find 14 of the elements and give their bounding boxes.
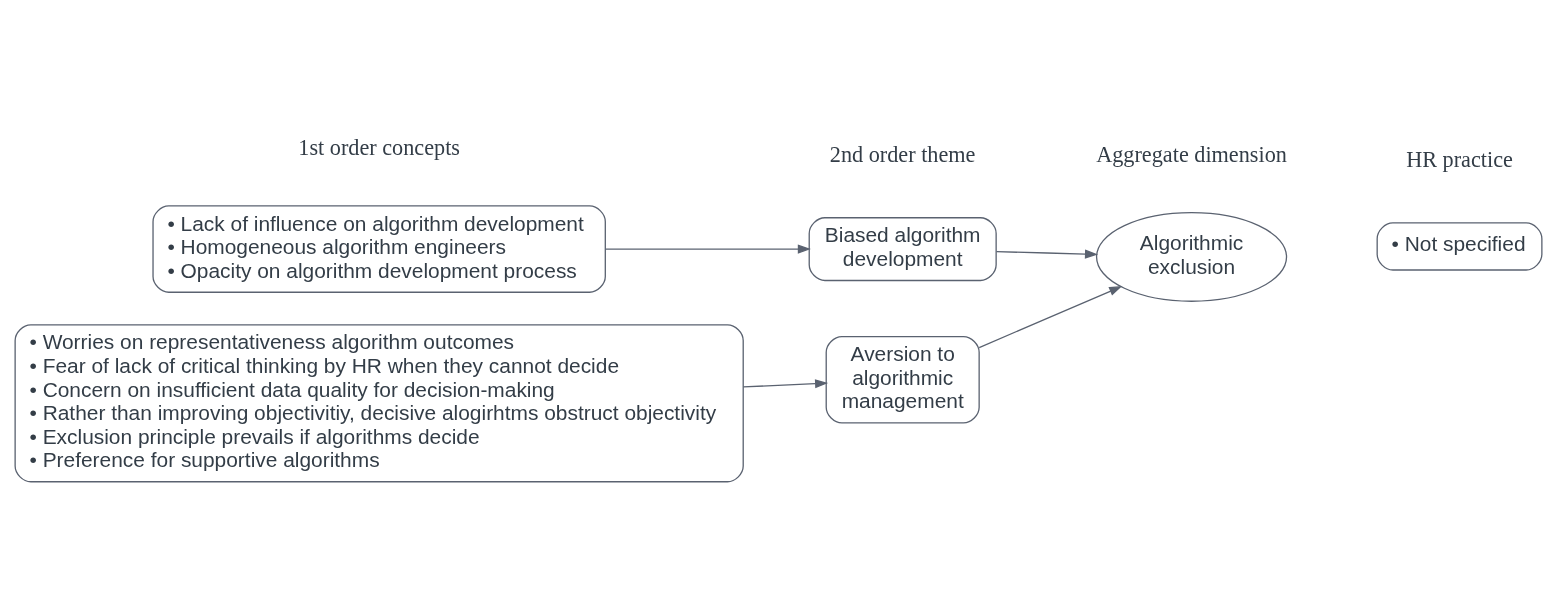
label: HR practice — [1406, 146, 1513, 172]
node-box: • Worries on representativeness algorithm outcomes • Fear of lack of critical thinking by HR when they cannot decide • Concern on insufficient data quality for decision-making • Rather than improving objectivitiy, decisive alogirhtms obstruct objectivity • Exclusion principle prevails if algorithms decide • Preference for supportive algorithms — [14, 323, 744, 482]
arrow — [604, 244, 811, 254]
label: 2nd order theme — [829, 141, 976, 167]
arrow — [995, 248, 1099, 259]
arrow — [742, 378, 829, 388]
node-box: Aversion to algorithmic management — [825, 335, 980, 424]
node-ellipse: Algorithmic exclusion — [1095, 211, 1288, 302]
node-box: Biased algorithm development — [808, 216, 997, 281]
label: Aggregate dimension — [1096, 141, 1287, 167]
arrow — [978, 285, 1123, 348]
node-box: • Not specified — [1376, 221, 1543, 271]
node-box: • Lack of influence on algorithm development • Homogeneous algorithm engineers • Opacity on algorithm development process — [152, 204, 606, 293]
label: 1st order concepts — [298, 134, 460, 160]
